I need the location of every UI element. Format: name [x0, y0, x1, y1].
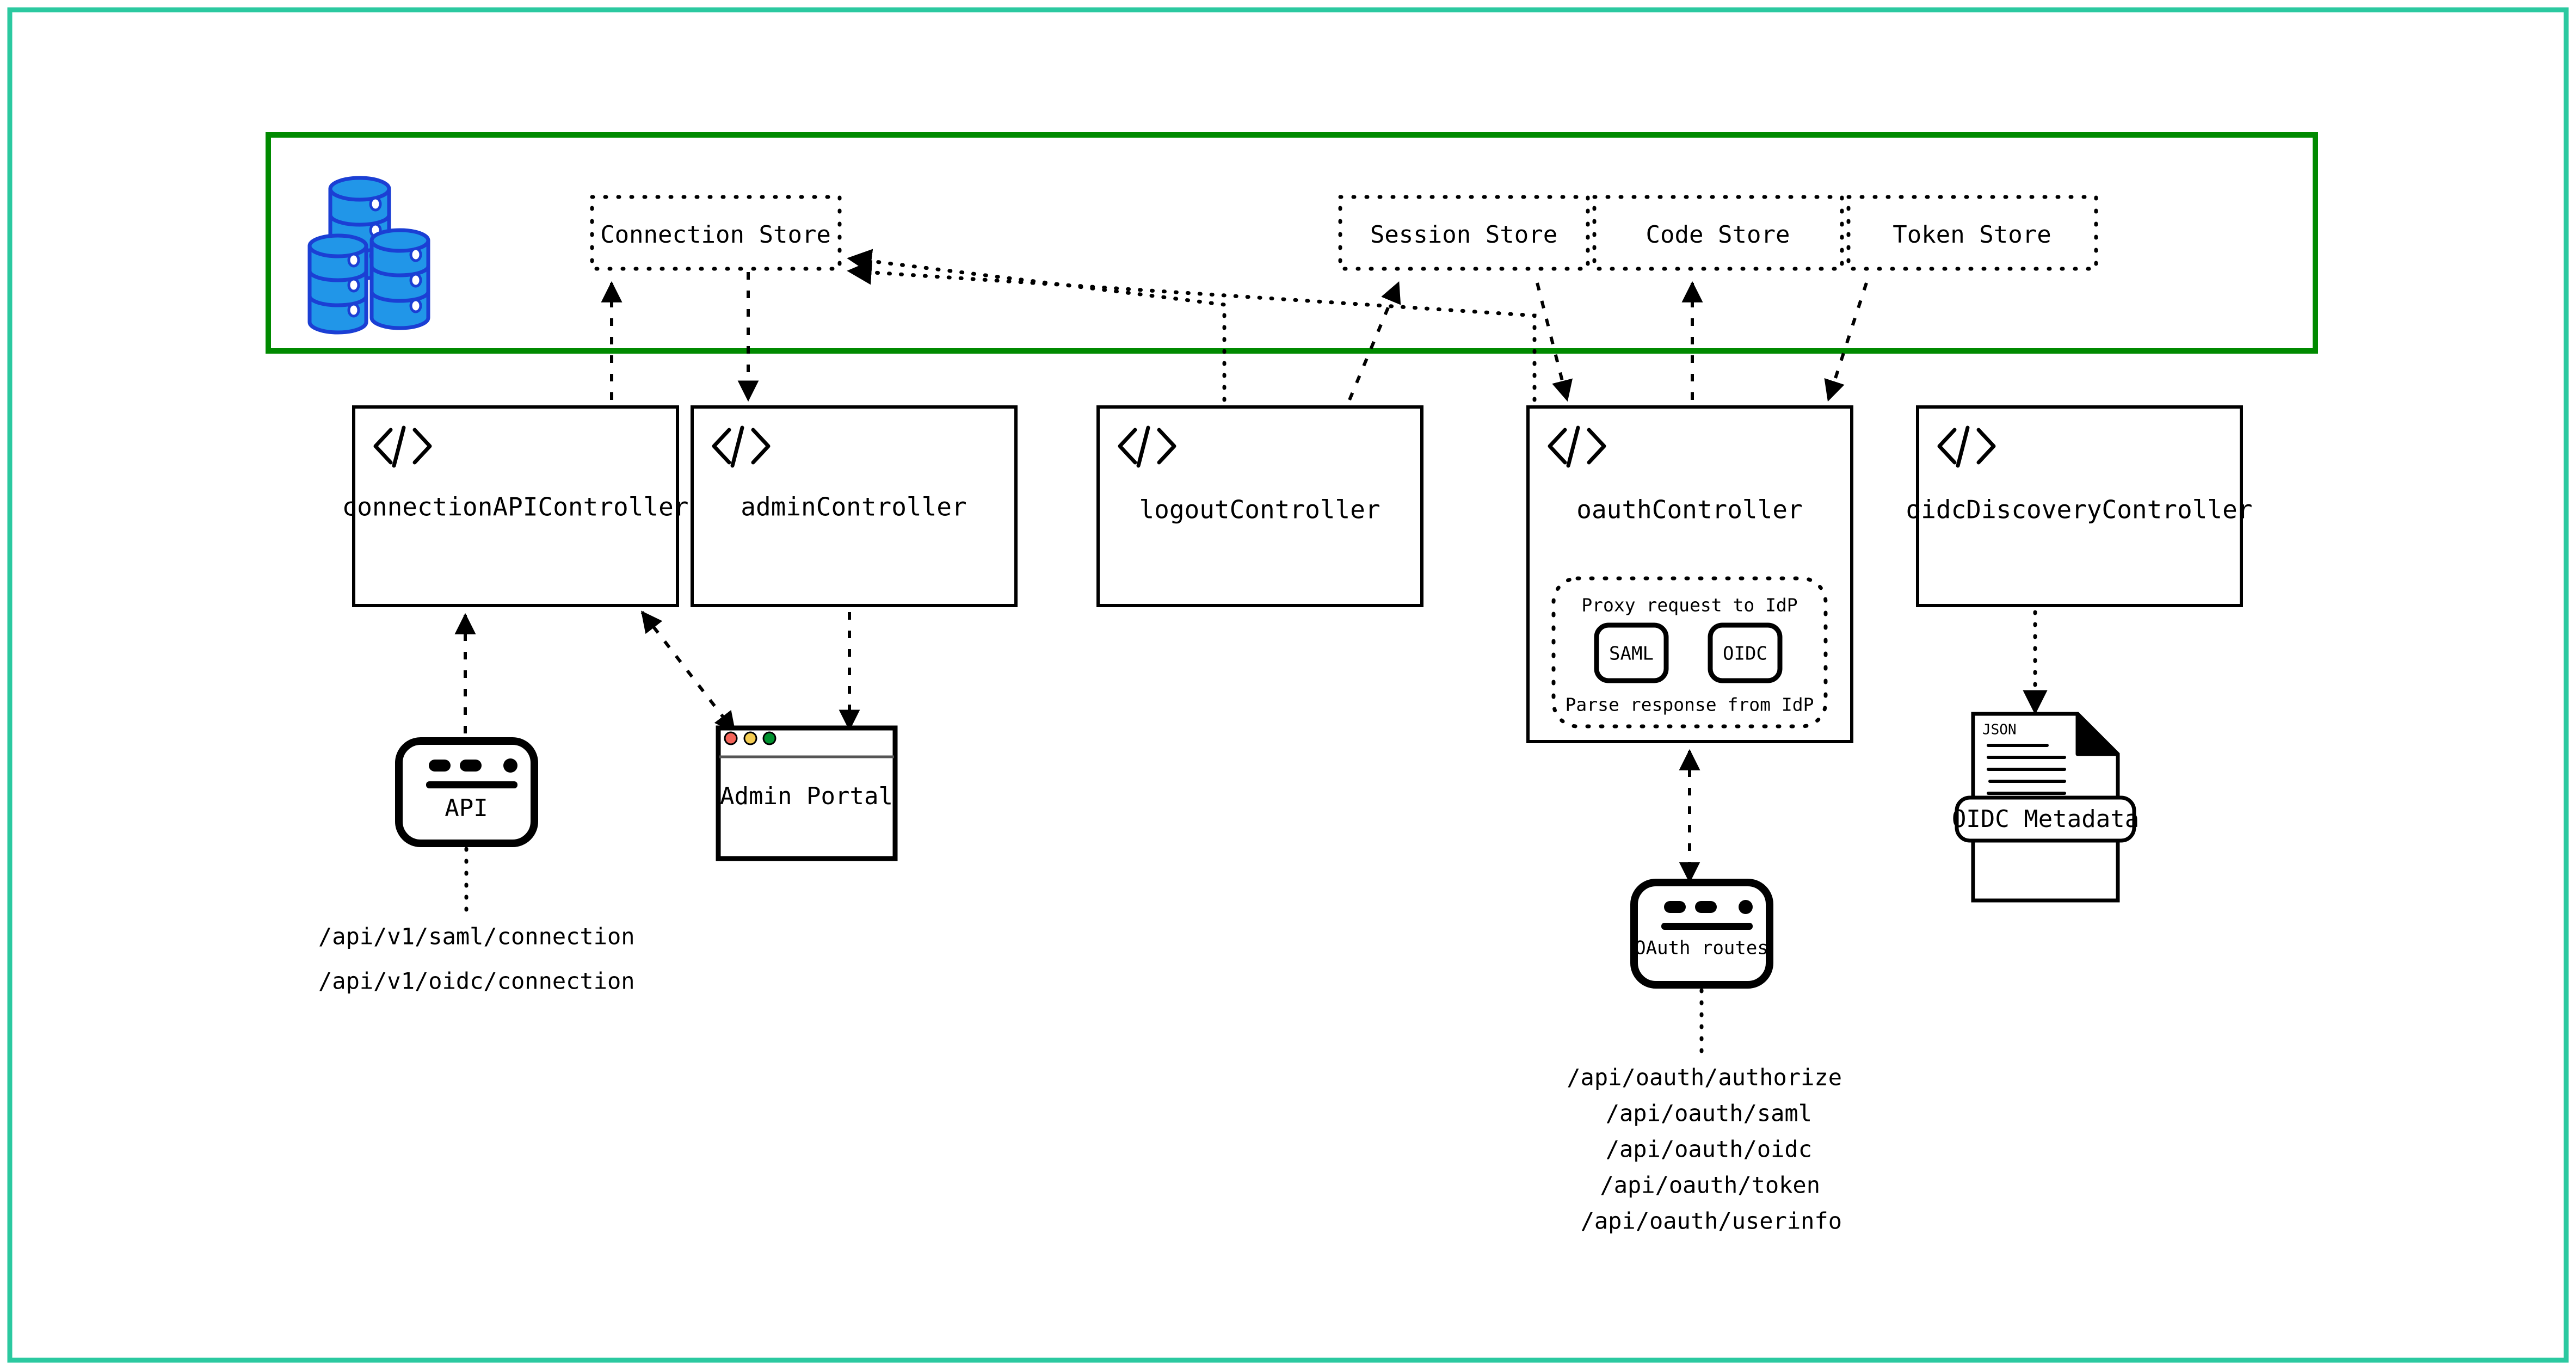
parse-response-label: Parse response from IdP [1566, 694, 1814, 715]
oauth-route-4: /api/oauth/userinfo [1581, 1208, 1842, 1235]
session-store[interactable]: Session Store [1338, 195, 1590, 271]
oidc-chip[interactable]: OIDC [1708, 622, 1783, 683]
link-token-store-to-oauth-controller [1824, 282, 1868, 402]
oidc-discovery-controller-label: oidcDiscoveryController [1906, 495, 2253, 524]
token-store-label: Token Store [1893, 221, 2051, 249]
link-session-store-to-oauth-controller [1536, 282, 1573, 402]
connection-api-controller-label: connectionAPIController [342, 492, 689, 522]
proxy-request-label: Proxy request to IdP [1581, 595, 1797, 616]
connection-store[interactable]: Connection Store [590, 195, 842, 271]
code-brackets-icon [1118, 425, 1176, 468]
oauth-controller-label: oauthController [1576, 495, 1802, 524]
traffic-light-red [724, 731, 738, 745]
oauth-routes-node[interactable]: OAuth routes [1630, 879, 1773, 989]
code-store[interactable]: Code Store [1592, 195, 1844, 271]
admin-controller-label: adminController [741, 492, 966, 522]
oidc-metadata-doctype: JSON [1982, 722, 2017, 738]
canvas-border [7, 7, 2569, 1363]
api-route-0: /api/v1/saml/connection [318, 923, 635, 950]
code-brackets-icon [373, 425, 432, 468]
storage-layer-container [266, 132, 2318, 354]
link-oauth-to-connection-store [847, 260, 1537, 402]
saml-chip[interactable]: SAML [1594, 622, 1669, 683]
api-node-label: API [445, 794, 488, 822]
saml-chip-label: SAML [1609, 643, 1654, 665]
connection-api-controller[interactable]: connectionAPIController [342, 405, 689, 607]
oidc-chip-label: OIDC [1723, 643, 1767, 665]
oidc-metadata-node[interactable]: JSON OIDC Metadata [1952, 712, 2139, 903]
link-session-store-to-logout-controller [1348, 281, 1401, 401]
admin-controller[interactable]: adminController [691, 405, 1018, 607]
logout-controller-label: logoutController [1139, 495, 1380, 524]
oauth-route-1: /api/oauth/saml [1606, 1100, 1812, 1127]
database-cylinders-icon [307, 176, 430, 335]
admin-portal-label: Admin Portal [720, 782, 893, 810]
session-store-label: Session Store [1370, 221, 1557, 249]
oauth-route-2: /api/oauth/oidc [1606, 1136, 1812, 1163]
page-fold-corner [2075, 712, 2120, 756]
oidc-metadata-label: OIDC Metadata [1952, 805, 2139, 833]
link-connection-api-to-admin-portal [640, 610, 736, 733]
oauth-routes-label: OAuth routes [1635, 937, 1768, 959]
connection-store-label: Connection Store [600, 221, 831, 249]
logout-controller[interactable]: logoutController [1096, 405, 1423, 607]
api-route-1: /api/v1/oidc/connection [318, 968, 635, 995]
oauth-route-0: /api/oauth/authorize [1567, 1064, 1842, 1091]
oauth-route-3: /api/oauth/token [1600, 1172, 1820, 1199]
code-brackets-icon [1548, 425, 1606, 468]
api-node[interactable]: API [395, 737, 538, 847]
code-brackets-icon [1937, 425, 1996, 468]
code-brackets-icon [712, 425, 771, 468]
oauth-idp-proxy-region: Proxy request to IdP SAML OIDC Parse res… [1551, 576, 1828, 729]
traffic-light-yellow [743, 731, 757, 745]
doc-text-lines [1987, 744, 2066, 795]
admin-portal-node[interactable]: Admin Portal [716, 725, 898, 861]
link-logout-to-connection-store [847, 249, 1227, 402]
oidc-discovery-controller[interactable]: oidcDiscoveryController [1906, 405, 2253, 607]
token-store[interactable]: Token Store [1846, 195, 2098, 271]
oauth-controller[interactable]: oauthController Proxy request to IdP SAM… [1526, 405, 1853, 743]
traffic-light-green [762, 731, 777, 745]
code-store-label: Code Store [1646, 221, 1790, 249]
